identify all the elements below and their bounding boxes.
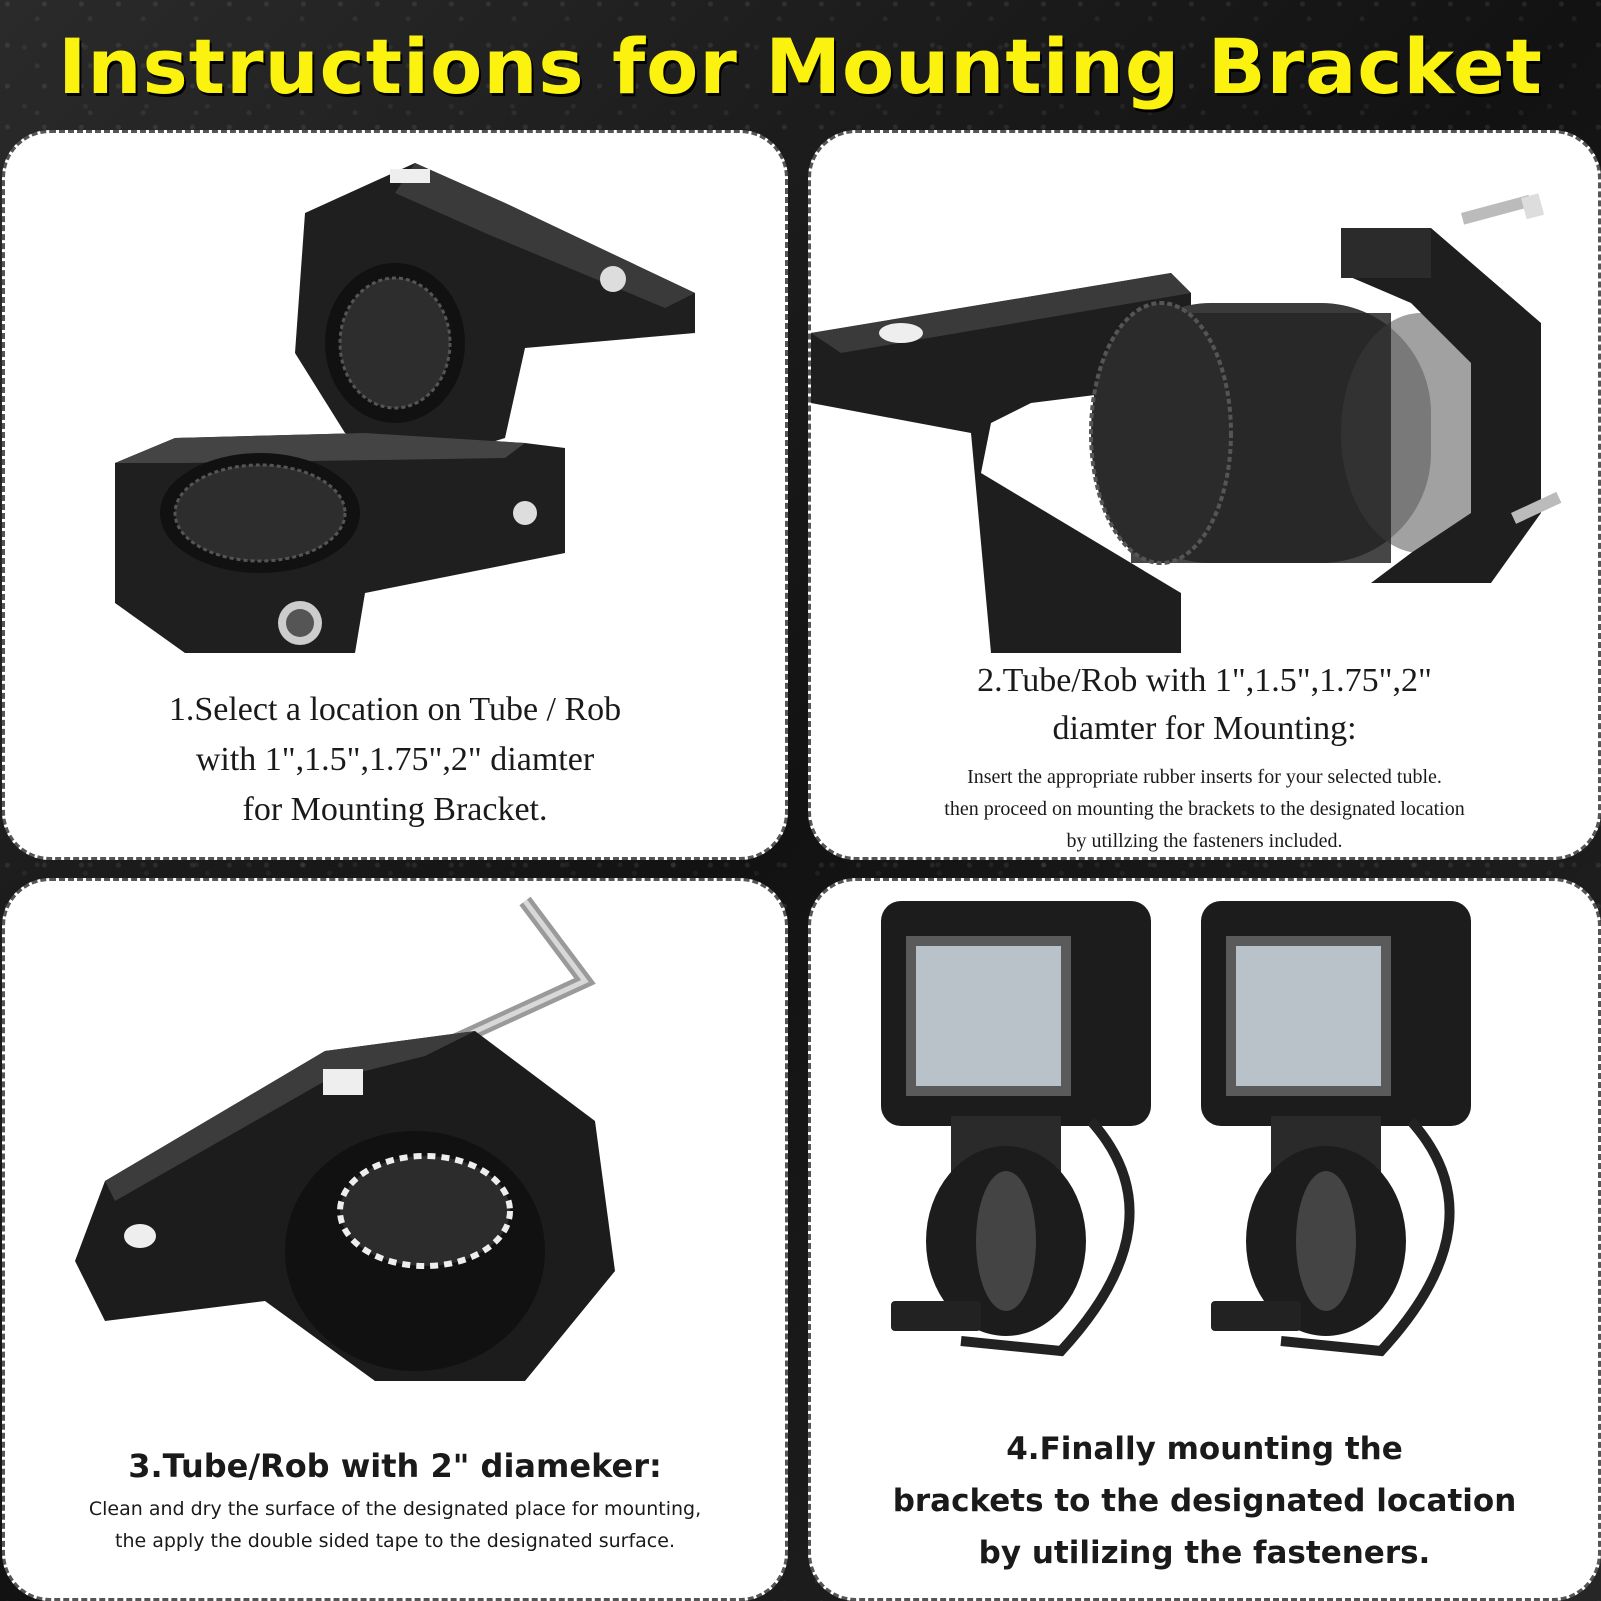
step-3-heading: 3.Tube/Rob with 2" diameker:	[128, 1447, 662, 1485]
caption-line: 1.Select a location on Tube / Rob	[168, 691, 622, 728]
step-4-panel: 4.Finally mounting the brackets to the d…	[808, 878, 1601, 1601]
led-light-left-image	[881, 901, 1151, 1357]
heading-line: 2.Tube/Rob with 1",1.5",1.75",2"	[977, 662, 1432, 699]
step-2-body: Insert the appropriate rubber inserts fo…	[811, 761, 1598, 857]
heading-line: diamter for Mounting:	[1052, 710, 1357, 747]
bracket-arm-image	[811, 273, 1191, 653]
clamp-bracket-image	[75, 1031, 615, 1381]
tube-with-inserts-image	[1089, 301, 1501, 565]
body-line: Clean and dry the surface of the designa…	[88, 1498, 702, 1520]
step-3-body: Clean and dry the surface of the designa…	[5, 1493, 785, 1557]
exploded-bracket-illustration	[811, 193, 1562, 653]
caption-line: for Mounting Bracket.	[242, 791, 548, 828]
upper-bracket-image	[295, 163, 695, 463]
clamp-half-image	[1341, 228, 1541, 583]
caption-line: with 1",1.5",1.75",2" diamter	[195, 741, 595, 778]
page-title: Instructions for Mounting Bracket	[58, 22, 1543, 111]
clamp-with-hex-key-illustration	[75, 896, 615, 1381]
step-1-panel: 1.Select a location on Tube / Rob with 1…	[2, 130, 788, 860]
step-2-heading: 2.Tube/Rob with 1",1.5",1.75",2" diamter…	[811, 657, 1598, 753]
led-light-right-image	[1201, 901, 1471, 1357]
step-1-caption: 1.Select a location on Tube / Rob with 1…	[5, 685, 785, 835]
caption-line: by utilizing the fasteners.	[978, 1535, 1431, 1571]
step-4-caption: 4.Finally mounting the brackets to the d…	[811, 1423, 1598, 1579]
body-line: by utillzing the fasteners included.	[1066, 830, 1343, 852]
body-line: then proceed on mounting the brackets to…	[944, 798, 1465, 820]
caption-line: brackets to the designated location	[892, 1483, 1517, 1519]
step-3-panel: 3.Tube/Rob with 2" diameker: Clean and d…	[2, 878, 788, 1601]
screw-icon	[1461, 193, 1562, 524]
mounted-lights-illustration	[881, 901, 1471, 1357]
bracket-pair-illustration	[115, 163, 695, 653]
step-2-panel: 2.Tube/Rob with 1",1.5",1.75",2" diamter…	[808, 130, 1601, 860]
body-line: Insert the appropriate rubber inserts fo…	[967, 766, 1442, 788]
body-line: the apply the double sided tape to the d…	[115, 1530, 675, 1552]
caption-line: 4.Finally mounting the	[1006, 1431, 1403, 1467]
lower-bracket-image	[115, 433, 565, 653]
